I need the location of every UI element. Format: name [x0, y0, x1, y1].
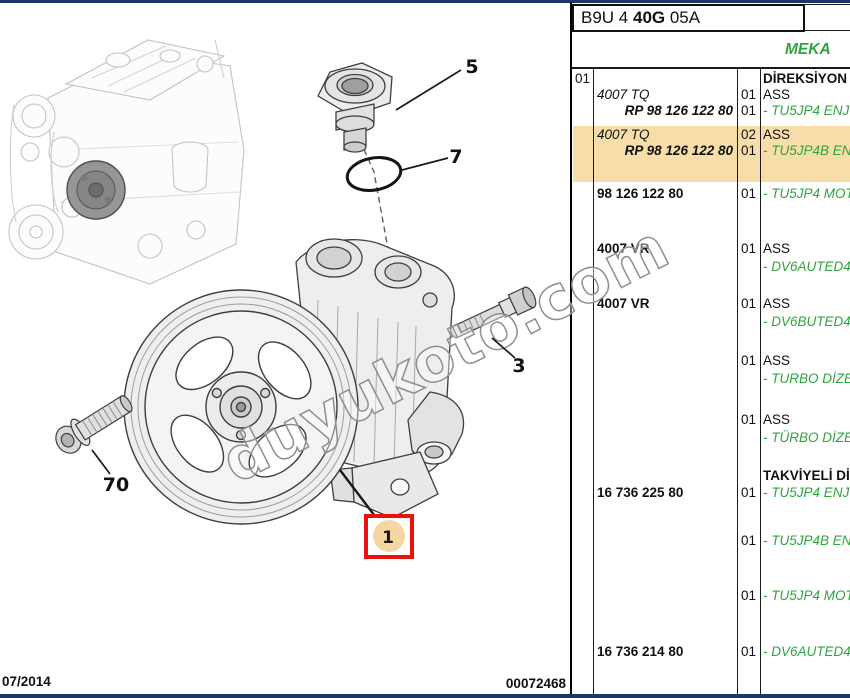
- description-cell: DİREKSİYON: [763, 71, 848, 86]
- qty-cell: 01: [740, 87, 757, 102]
- description-cell: - DV6AUTED4: [763, 259, 850, 274]
- engine-locator-sketch: [8, 39, 245, 285]
- part-number-cell[interactable]: 98 126 122 80: [597, 186, 684, 201]
- description-cell: ASS: [763, 87, 791, 102]
- part-number-cell[interactable]: 4007 VR: [597, 296, 650, 311]
- description-cell: - DV6BUTED4: [763, 314, 850, 329]
- selected-callout-box[interactable]: 1: [364, 514, 414, 559]
- part-number-cell[interactable]: 4007 TQ: [597, 87, 650, 102]
- footer-doc-number: 00072468: [505, 676, 566, 691]
- description-cell: - TÜRBO DİZE: [763, 430, 850, 445]
- reference-bold: 40G: [632, 8, 666, 27]
- pump-location-highlight: [66, 160, 126, 220]
- qty-cell: 01: [740, 296, 757, 311]
- part-number-cell[interactable]: RP 98 126 122 80: [624, 103, 733, 118]
- callout-leader-lines: [91, 69, 516, 529]
- description-cell: ASS: [763, 353, 791, 368]
- description-cell: - TU5JP4 ENJ: [763, 485, 850, 500]
- description-cell: TAKVİYELİ Dİ: [763, 468, 850, 483]
- callout-70-label: 70: [103, 474, 129, 496]
- part-number-cell[interactable]: 16 736 214 80: [597, 644, 684, 659]
- description-cell: ASS: [763, 296, 791, 311]
- bolt-70-part: [55, 395, 133, 454]
- union-plug-part: [317, 62, 393, 153]
- table-column-line-2: [737, 67, 738, 694]
- reference-box: B9U 4 40G 05A: [572, 4, 805, 32]
- table-column-line-3: [760, 67, 761, 694]
- description-cell: - TU5JP4B EN: [763, 533, 850, 548]
- qty-cell: 01: [740, 186, 757, 201]
- qty-cell: 01: [740, 412, 757, 427]
- part-number-cell[interactable]: 4007 VR: [597, 241, 650, 256]
- qty-cell: 01: [740, 644, 757, 659]
- o-ring-part: [345, 156, 403, 192]
- qty-cell: 01: [740, 241, 757, 256]
- qty-cell: 01: [740, 485, 757, 500]
- callout-7-label: 7: [449, 146, 462, 168]
- table-column-line-1: [593, 67, 594, 694]
- description-cell: ASS: [763, 127, 791, 142]
- footer-date: 07/2014: [2, 674, 51, 689]
- description-cell: - TU5JP4 MOT: [763, 588, 850, 603]
- assembly-axis-dashed-line: [351, 121, 401, 316]
- qty-cell: 01: [740, 533, 757, 548]
- reference-prefix: B9U 4: [581, 8, 633, 27]
- description-cell: - TU5JP4 ENJ: [763, 103, 850, 118]
- bottom-border-bar: [0, 694, 850, 698]
- top-border-bar: [0, 0, 850, 3]
- table-rule-body: [572, 67, 850, 69]
- table-left-border: [570, 2, 572, 694]
- callout-5-label: 5: [465, 56, 478, 78]
- part-number-cell[interactable]: RP 98 126 122 80: [624, 143, 733, 158]
- section-label: MEKA: [785, 41, 831, 58]
- pump-pulley: [123, 289, 359, 525]
- part-number-cell[interactable]: 16 736 225 80: [597, 485, 684, 500]
- qty-cell: 01: [740, 103, 757, 118]
- qty-cell: 01: [740, 588, 757, 603]
- callout-3-label: 3: [512, 355, 525, 377]
- description-cell: ASS: [763, 412, 791, 427]
- qty-cell: 02: [740, 127, 757, 142]
- description-cell: ASS: [763, 241, 791, 256]
- description-cell: - TU5JP4 MOT: [763, 186, 850, 201]
- pump-body: [295, 238, 465, 519]
- part-number-cell[interactable]: 4007 TQ: [597, 127, 650, 142]
- description-cell: - TU5JP4B EN: [763, 143, 850, 158]
- highlighted-rows-bg: [573, 126, 850, 182]
- description-cell: - TURBO DİZE: [763, 371, 850, 386]
- callout-1-label: 1: [382, 528, 394, 548]
- ref-col-cell: 01: [574, 71, 591, 86]
- qty-cell: 01: [740, 353, 757, 368]
- description-cell: - DV6AUTED4: [763, 644, 850, 659]
- bolt-3-part: [449, 286, 537, 339]
- qty-cell: 01: [740, 143, 757, 158]
- reference-suffix: 05A: [665, 8, 701, 27]
